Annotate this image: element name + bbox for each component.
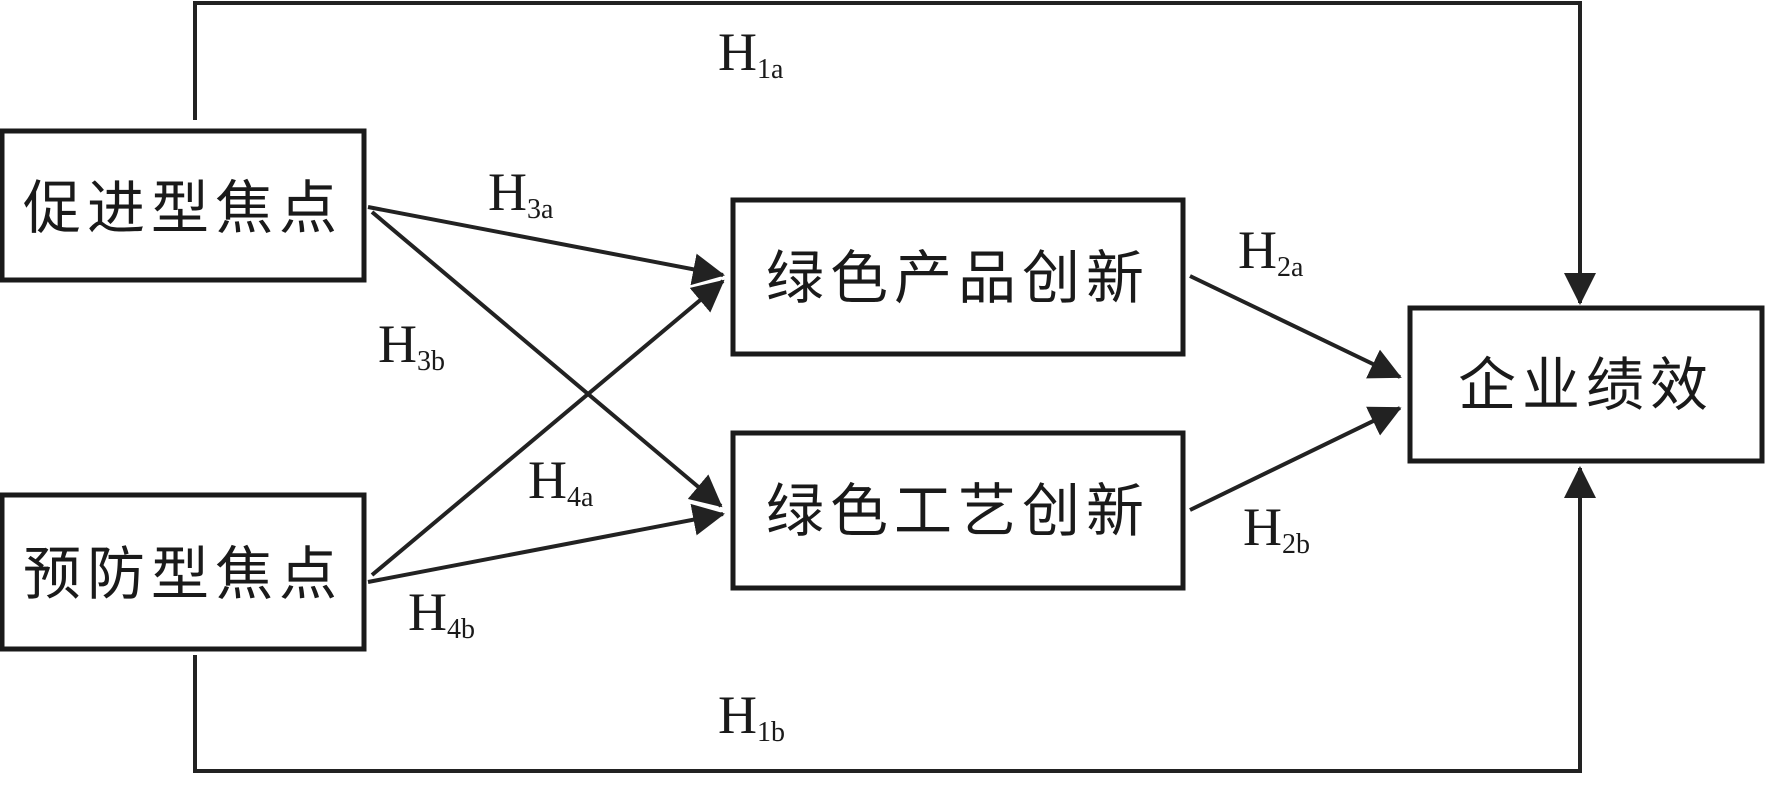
node-green-process-innovation: 绿色工艺创新 xyxy=(730,430,1186,591)
node-prevention-focus-label: 预防型焦点 xyxy=(23,540,343,608)
node-firm-performance: 企业绩效 xyxy=(1407,305,1765,464)
label-h1b: H1b xyxy=(718,685,785,748)
label-h3b: H3b xyxy=(378,314,445,377)
label-h4a: H4a xyxy=(528,450,594,513)
arrow-h3a-promotion-to-product xyxy=(367,205,725,286)
label-h1a: H1a xyxy=(718,22,784,85)
arrow-h4b-prevention-to-process xyxy=(367,503,725,584)
label-h4b: H4b xyxy=(408,582,475,645)
arrow-h2b-process-to-performance xyxy=(1189,406,1402,512)
path-h1b-prevention-to-performance xyxy=(193,466,1596,773)
node-promotion-focus-label: 促进型焦点 xyxy=(23,174,343,242)
node-prevention-focus: 预防型焦点 xyxy=(0,492,367,652)
label-h3a: H3a xyxy=(488,162,554,225)
arrow-h4a-prevention-to-product xyxy=(370,279,725,577)
path-h1a-promotion-to-performance xyxy=(193,1,1596,305)
node-promotion-focus: 促进型焦点 xyxy=(0,128,367,283)
label-h2b: H2b xyxy=(1243,497,1310,560)
arrow-h2a-product-to-performance xyxy=(1189,274,1402,379)
node-green-product-innovation: 绿色产品创新 xyxy=(730,197,1186,357)
label-h2a: H2a xyxy=(1238,220,1304,283)
node-green-product-innovation-label: 绿色产品创新 xyxy=(766,244,1150,312)
node-firm-performance-label: 企业绩效 xyxy=(1458,351,1714,419)
node-green-process-innovation-label: 绿色工艺创新 xyxy=(766,477,1150,545)
arrow-h3b-promotion-to-process xyxy=(370,210,723,508)
